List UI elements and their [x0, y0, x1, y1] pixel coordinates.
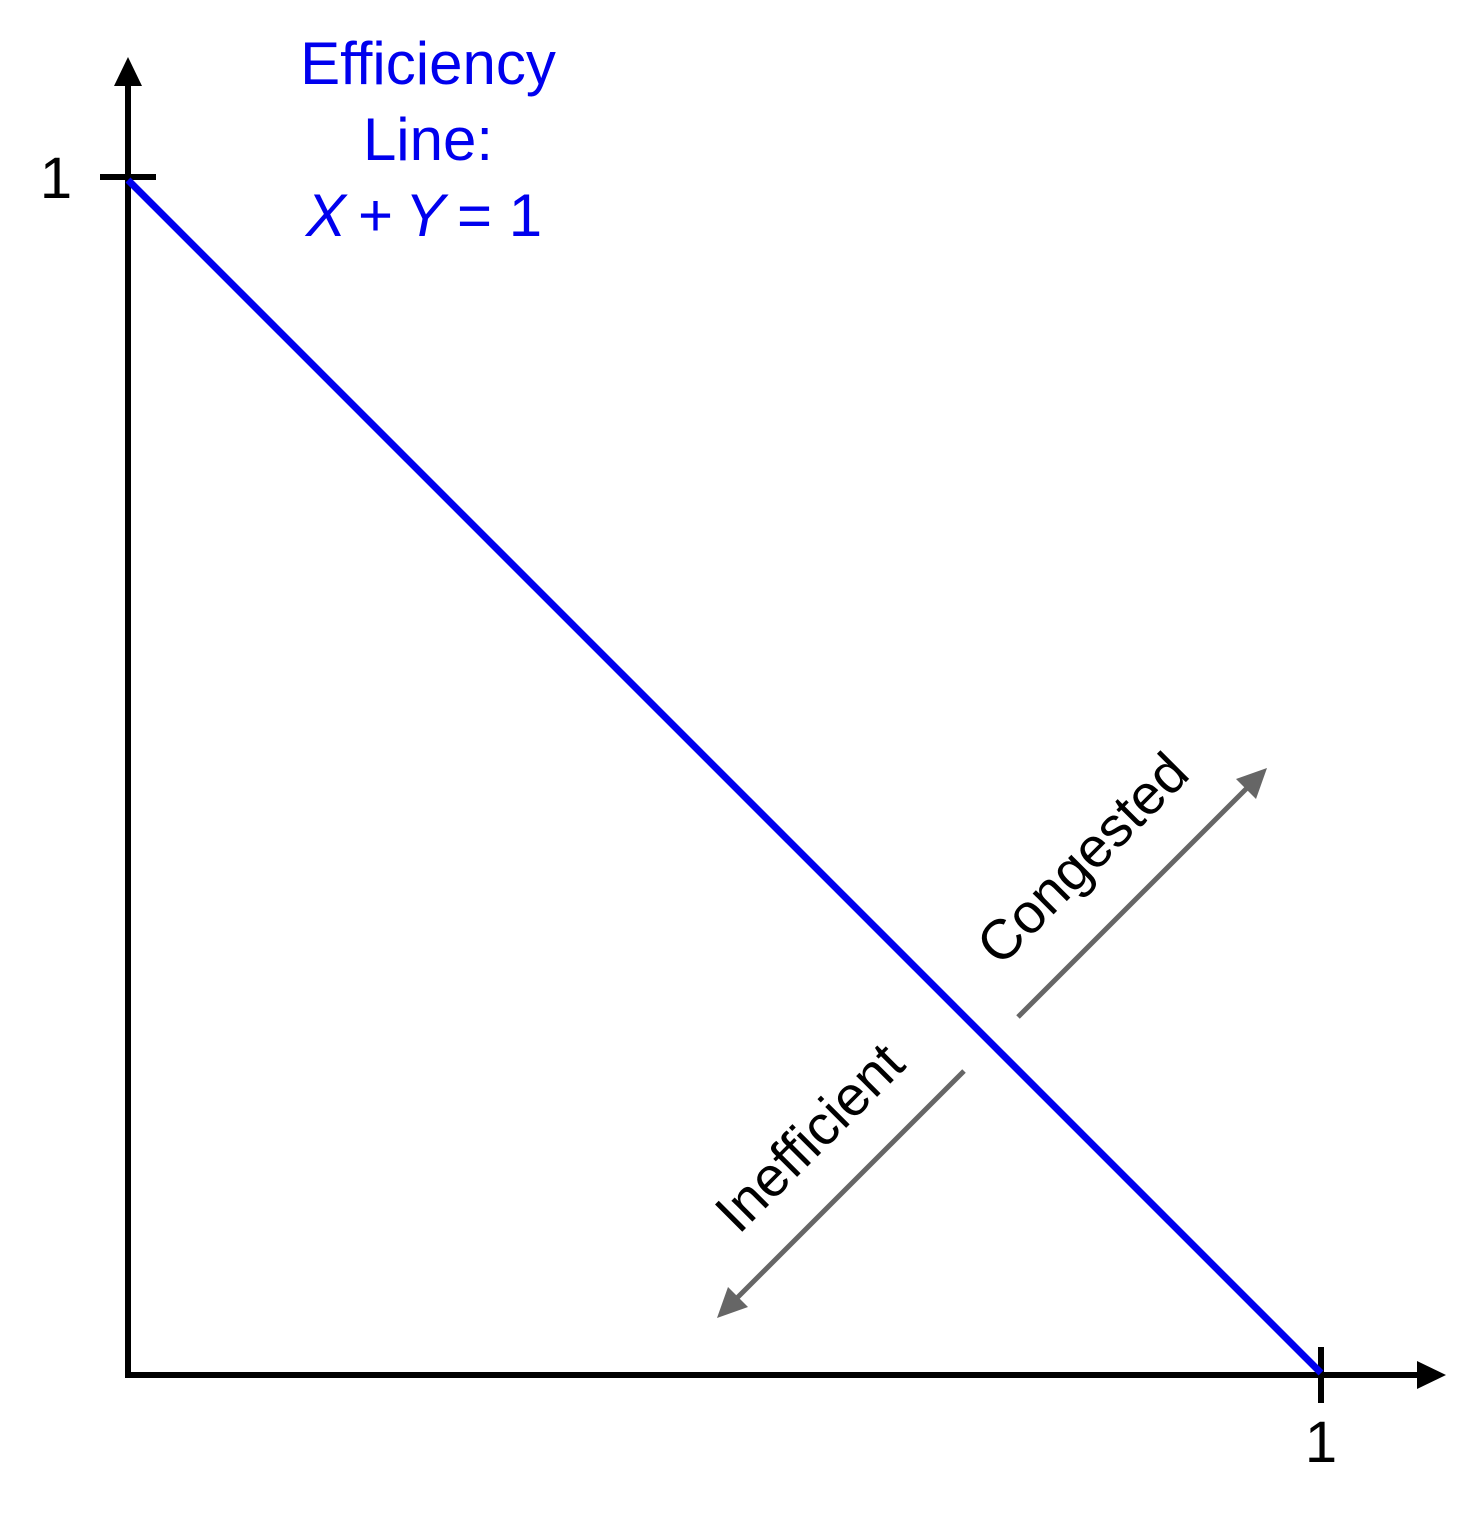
efficiency-equation: X+Y= 1 — [304, 182, 542, 249]
equation-plus: + — [358, 182, 393, 249]
congested-arrow — [1016, 785, 1250, 1019]
efficiency-label-line2: Line: — [363, 106, 493, 173]
y-axis-arrowhead — [114, 57, 142, 86]
equation-x: X — [304, 182, 348, 249]
x-tick-label: 1 — [1305, 1410, 1337, 1475]
congested-label: Congested — [964, 740, 1200, 976]
inefficient-label: Inefficient — [703, 1030, 917, 1244]
y-tick-label: 1 — [40, 146, 72, 211]
inefficient-arrowhead — [717, 1287, 748, 1318]
x-axis-arrowhead — [1417, 1361, 1446, 1389]
equation-y: Y — [405, 182, 449, 249]
congested-arrowhead — [1236, 768, 1267, 799]
efficiency-label-line1: Efficiency — [300, 30, 556, 97]
efficiency-line — [125, 177, 1324, 1376]
equation-rest: = 1 — [457, 182, 542, 249]
inefficient-arrow — [734, 1069, 966, 1301]
